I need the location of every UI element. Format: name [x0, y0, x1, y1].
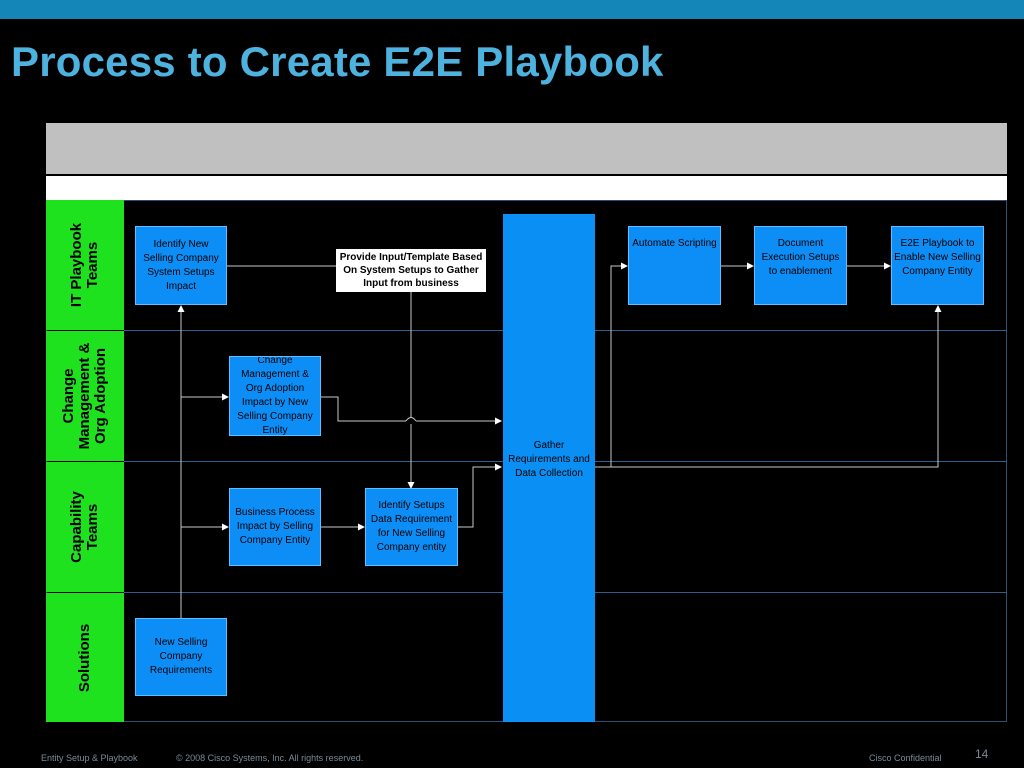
- page-title: Process to Create E2E Playbook: [11, 38, 664, 85]
- header-band-gray: [46, 123, 1007, 174]
- automate-scripting-box[interactable]: Automate Scripting: [628, 226, 721, 305]
- lane-label-capability: Capability Teams: [46, 462, 124, 592]
- new-selling-company-requirements-box[interactable]: New Selling Company Requirements: [135, 618, 227, 696]
- box-label: Identify Setups Data Requirement for New…: [370, 500, 453, 553]
- identify-setups-data-box[interactable]: Identify Setups Data Requirement for New…: [365, 488, 458, 566]
- connector-line: [405, 417, 417, 422]
- page-number: 14: [975, 747, 989, 761]
- box-label: New Selling Company Requirements: [149, 637, 213, 676]
- business-process-impact-box[interactable]: Business Process Impact by Selling Compa…: [229, 488, 321, 566]
- identify-new-selling-company-box[interactable]: Identify New Selling Company System Setu…: [135, 226, 227, 305]
- top-accent-bar: [0, 0, 1024, 19]
- box-label: E2E Playbook to Enable New Selling Compa…: [894, 238, 981, 277]
- footer-copyright: © 2008 Cisco Systems, Inc. All rights re…: [176, 753, 364, 763]
- gather-requirements-label: Gather Requirements and Data Collection: [508, 440, 590, 479]
- provide-input-note[interactable]: Provide Input/Template Based On System S…: [336, 249, 486, 292]
- lane-label-change-management: Change Management & Org Adoption: [46, 331, 124, 461]
- box-label: Change Management & Org Adoption Impact …: [237, 356, 313, 436]
- change-management-box[interactable]: Change Management & Org Adoption Impact …: [229, 356, 321, 436]
- lane-label-it-playbook: IT Playbook Teams: [46, 200, 124, 330]
- e2e-playbook-box[interactable]: E2E Playbook to Enable New Selling Compa…: [891, 226, 984, 305]
- connector-line: [595, 305, 942, 468]
- box-label: Automate Scripting: [632, 238, 717, 249]
- connector-line: [595, 262, 628, 468]
- note-label: Provide Input/Template Based On System S…: [339, 252, 483, 289]
- box-label: Identify New Selling Company System Setu…: [143, 238, 219, 292]
- document-execution-box[interactable]: Document Execution Setups to enablement: [754, 226, 847, 305]
- connector-line: [321, 396, 501, 421]
- connector-line: [458, 463, 502, 528]
- footer-deck-title: Entity Setup & Playbook: [41, 753, 138, 763]
- header-band-white: [46, 176, 1007, 200]
- footer-confidential: Cisco Confidential: [869, 753, 942, 763]
- box-label: Document Execution Setups to enablement: [761, 238, 840, 277]
- lane-label-solutions: Solutions: [46, 593, 124, 722]
- box-label: Business Process Impact by Selling Compa…: [235, 507, 315, 546]
- gather-requirements-column[interactable]: Gather Requirements and Data Collection: [503, 214, 595, 722]
